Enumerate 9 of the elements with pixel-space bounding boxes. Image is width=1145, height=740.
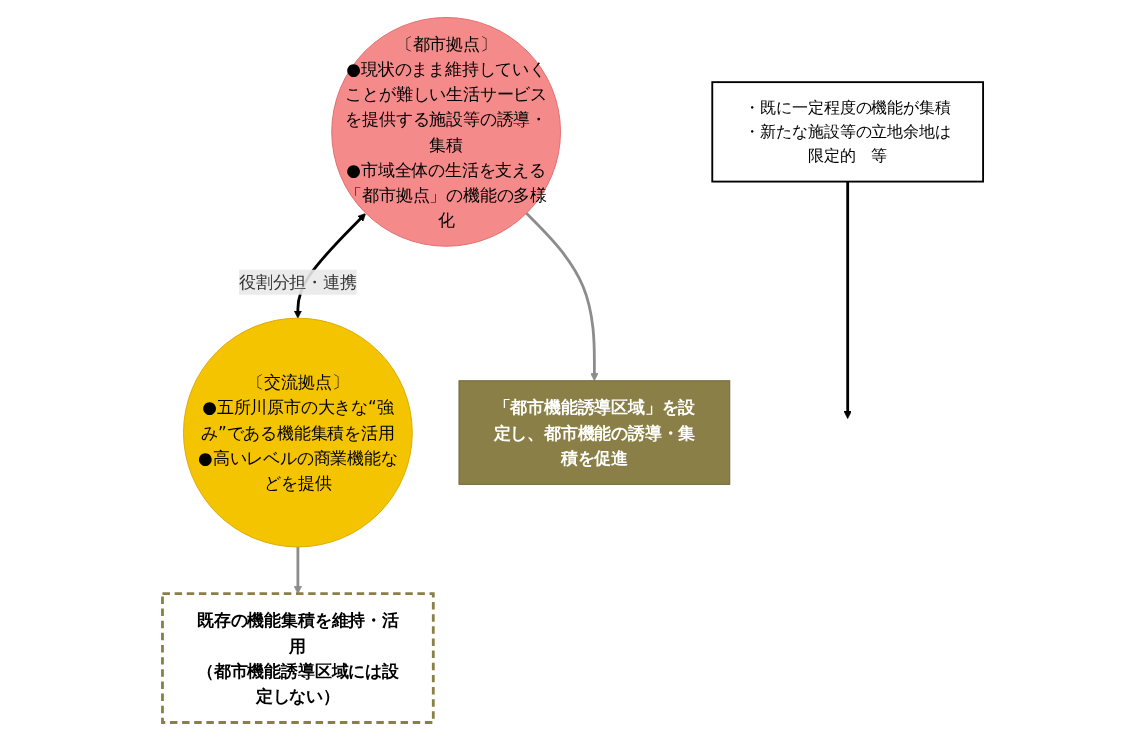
node-circle: 〔都市拠点〕 ●現状のまま維持していくことが難しい生活サービスを提供する施設等の誘導・集積 ●市域全体の生活を支える「都市拠点」の機能の多様化 — [331, 17, 561, 247]
node-box: 「都市機能誘導区域」を設定し、都市機能の誘導・集積を促進 — [458, 380, 730, 485]
arrow — [293, 546, 302, 594]
node-circle: 〔交流拠点〕 ●五所川原市の大きな“強み”である機能集積を活用 ●高いレベルの商業機能などを提供 — [182, 317, 413, 548]
node-box: ・既に一定程度の機能が集積 ・新たな施設等の立地余地は限定的 等 — [711, 81, 984, 183]
arrow — [843, 181, 852, 419]
edge-label: 役割分担・連携 — [238, 272, 357, 293]
node-box: 既存の機能集積を維持・活用 （都市機能誘導区域には設定しない） — [160, 592, 435, 724]
arrow — [525, 212, 599, 382]
